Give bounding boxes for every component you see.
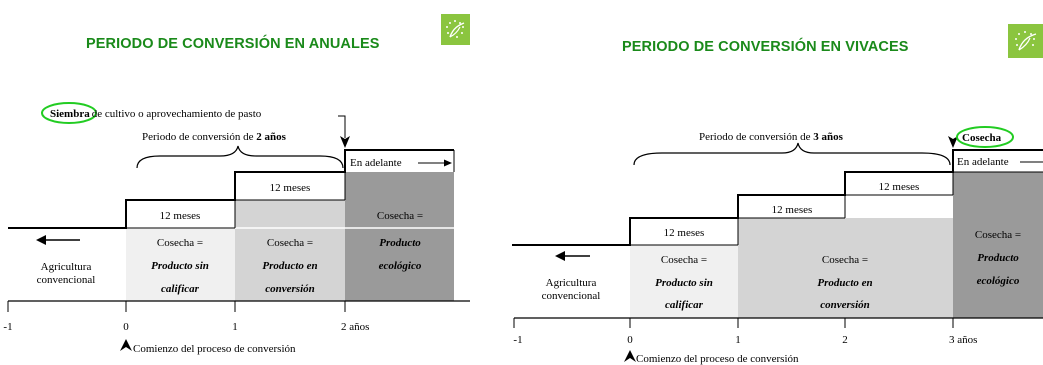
- zone-unqualified: [630, 245, 738, 318]
- cosecha-highlight: [956, 126, 1014, 148]
- period-label: Periodo de conversión de 2 años: [142, 131, 287, 143]
- zone-in-conversion: [738, 218, 953, 318]
- eu-organic-leaf-icon: [1015, 31, 1037, 51]
- tick-0: 0: [123, 321, 129, 333]
- zone2-top: Cosecha =: [822, 254, 868, 266]
- up-arrow-icon: [624, 350, 636, 362]
- step-label-1: 12 meses: [664, 227, 705, 239]
- zone2-line1: Producto en: [817, 277, 872, 289]
- conv-label-1: Agricultura: [546, 277, 597, 289]
- tick-minus1: -1: [3, 321, 12, 333]
- zone3-top: Cosecha =: [377, 210, 423, 222]
- zone1-line2: calificar: [161, 283, 200, 295]
- zone-in-conversion: [235, 200, 345, 301]
- up-arrow-icon: [120, 339, 132, 351]
- zone1-line1: Producto sin: [151, 260, 209, 272]
- en-adelante-label: En adelante: [957, 156, 1009, 168]
- zone3-top: Cosecha =: [975, 229, 1021, 241]
- en-adelante-label: En adelante: [350, 157, 402, 169]
- conv-label-1: Agricultura: [41, 261, 92, 273]
- siembra-highlight: [41, 102, 97, 124]
- perennial-conversion-panel: PERIODO DE CONVERSIÓN EN VIVACES 12 mese…: [512, 0, 1043, 365]
- conv-label-2: convencional: [37, 274, 96, 286]
- zone1-line1: Producto sin: [655, 277, 713, 289]
- tick-0: 0: [627, 334, 633, 346]
- period-label: Periodo de conversión de 3 años: [699, 131, 844, 143]
- annual-conversion-panel: PERIODO DE CONVERSIÓN EN ANUALES 12 mese…: [0, 0, 470, 365]
- tick-2: 2: [842, 334, 848, 346]
- step-label-3: 12 meses: [879, 181, 920, 193]
- tick-2: 2 años: [341, 321, 369, 333]
- zone2-line2: conversión: [820, 299, 870, 311]
- zone3-line1: Producto: [977, 252, 1019, 264]
- staircase-line: [8, 149, 454, 229]
- zone1-top: Cosecha =: [157, 237, 203, 249]
- comienzo-label: Comienzo del proceso de conversión: [636, 353, 799, 365]
- annual-title: PERIODO DE CONVERSIÓN EN ANUALES: [86, 36, 380, 52]
- perennial-diagram: 12 meses 12 meses 12 meses En adelante A…: [512, 126, 1043, 365]
- zone2-top: Cosecha =: [267, 237, 313, 249]
- down-arrow-icon: [340, 136, 350, 148]
- eu-organic-leaf-icon: [446, 20, 465, 38]
- zone-organic: [953, 172, 1043, 318]
- cosecha-label: Cosecha: [962, 132, 1002, 144]
- zone3-line1: Producto: [379, 237, 421, 249]
- tick-3: 3 años: [949, 334, 977, 346]
- conv-label-2: convencional: [542, 290, 601, 302]
- zone-organic: [345, 172, 454, 301]
- step-label-2: 12 meses: [772, 204, 813, 216]
- tick-1: 1: [735, 334, 741, 346]
- zone1-line2: calificar: [665, 299, 704, 311]
- zone3-line2: ecológico: [977, 275, 1020, 287]
- step-label-1: 12 meses: [160, 210, 201, 222]
- comienzo-label: Comienzo del proceso de conversión: [133, 343, 296, 355]
- zone1-top: Cosecha =: [661, 254, 707, 266]
- staircase-line: [512, 149, 1043, 246]
- down-arrow-icon: [948, 136, 958, 148]
- perennial-title: PERIODO DE CONVERSIÓN EN VIVACES: [622, 39, 909, 55]
- tick-1: 1: [232, 321, 238, 333]
- tick-minus1: -1: [513, 334, 522, 346]
- annual-diagram: 12 meses 12 meses En adelante Agricultur…: [3, 102, 470, 355]
- zone2-line1: Producto en: [262, 260, 317, 272]
- step-label-2: 12 meses: [270, 182, 311, 194]
- period-brace: [633, 142, 951, 166]
- eu-organic-logo-icon: [1008, 24, 1043, 58]
- period-brace: [136, 145, 344, 169]
- zone2-line2: conversión: [265, 283, 315, 295]
- eu-organic-logo-icon: [441, 14, 470, 45]
- zone3-line2: ecológico: [379, 260, 422, 272]
- zone-unqualified: [126, 228, 235, 301]
